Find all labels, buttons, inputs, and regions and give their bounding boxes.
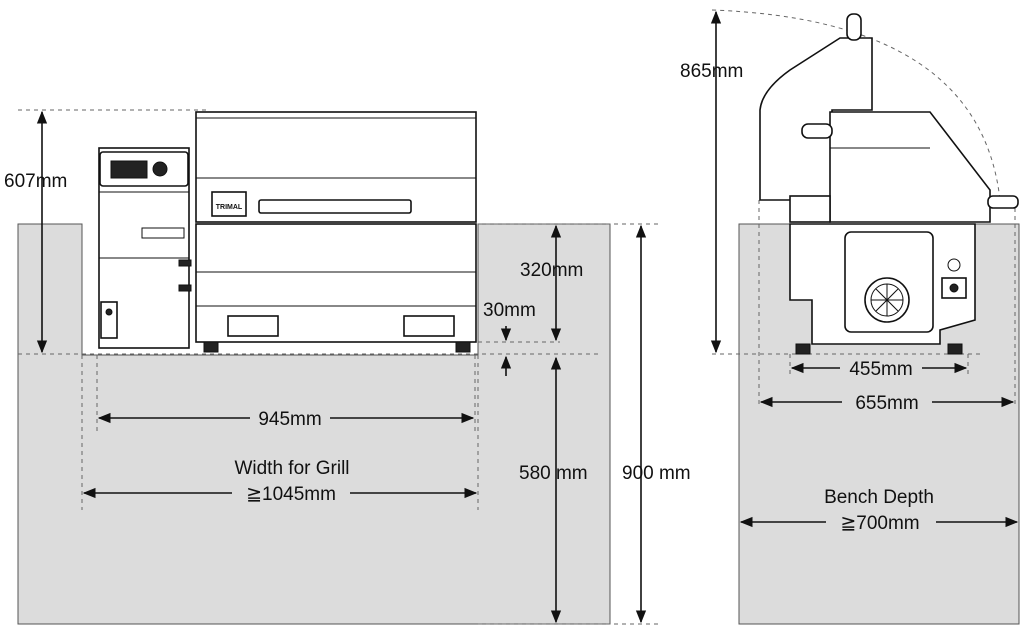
- label-580mm: 580 mm: [519, 463, 588, 484]
- side-grill: [759, 13, 1019, 355]
- label-30mm: 30mm: [483, 300, 536, 321]
- label-655mm: 655mm: [855, 393, 918, 414]
- label-bench-depth: Bench Depth: [824, 487, 934, 508]
- label-1045mm: ≧1045mm: [246, 484, 336, 505]
- label-455mm: 455mm: [849, 359, 912, 380]
- front-view: TRIMAL 607mm 320mm 30mm 580 mm 900 mm 9: [4, 109, 691, 625]
- brand-logo: TRIMAL: [216, 204, 243, 211]
- label-607mm: 607mm: [4, 171, 67, 192]
- label-320mm: 320mm: [520, 260, 583, 281]
- label-865mm: 865mm: [680, 61, 743, 82]
- label-700mm: ≧700mm: [840, 513, 919, 534]
- label-width-for-grill: Width for Grill: [234, 458, 349, 479]
- front-grill: TRIMAL: [98, 111, 477, 353]
- label-945mm: 945mm: [258, 409, 321, 430]
- label-900mm: 900 mm: [622, 463, 691, 484]
- side-view: 865mm 455mm 655mm Bench Depth ≧700mm: [680, 9, 1020, 625]
